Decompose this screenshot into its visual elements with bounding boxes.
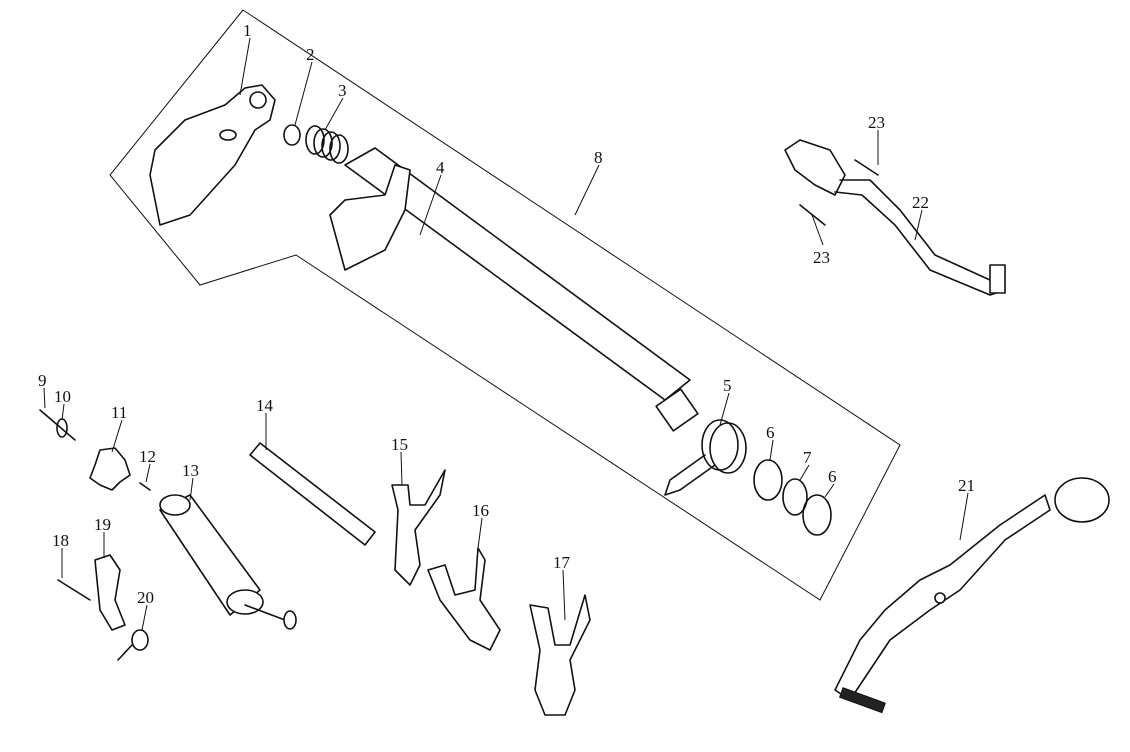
callout-13: 13 xyxy=(182,461,199,480)
callout-8: 8 xyxy=(594,148,603,167)
part-18-bolt xyxy=(57,579,91,601)
callout-6: 6 xyxy=(766,423,775,442)
part-22-gear-indicator xyxy=(784,139,1006,296)
callout-7: 7 xyxy=(803,448,812,467)
callout-12: 12 xyxy=(139,447,156,466)
part-14-fork-shaft xyxy=(249,442,376,546)
part-1-shift-plate xyxy=(149,84,276,226)
callout-2: 2 xyxy=(306,45,315,64)
callout-20: 20 xyxy=(137,588,154,607)
callout-17: 17 xyxy=(553,553,571,572)
callout-11: 11 xyxy=(111,403,127,422)
part-13-shift-drum xyxy=(159,494,297,630)
callout-23: 23 xyxy=(868,113,885,132)
part-5-return-spring xyxy=(664,419,747,496)
callout-9: 9 xyxy=(38,371,47,390)
leader-lines xyxy=(43,37,969,631)
callout-21: 21 xyxy=(958,476,975,495)
part-11-star-cam xyxy=(89,447,131,491)
callout-19: 19 xyxy=(94,515,111,534)
callout-4: 4 xyxy=(436,158,445,177)
callout-22: 22 xyxy=(912,193,929,212)
part-12-pin xyxy=(139,482,151,491)
callout-18: 18 xyxy=(52,531,69,550)
callout-15: 15 xyxy=(391,435,408,454)
callout-3: 3 xyxy=(338,81,347,100)
part-6-washer xyxy=(753,459,783,501)
callout-1: 1 xyxy=(243,21,252,40)
part-19-stopper-arm xyxy=(94,554,126,631)
part-21-gear-pedal xyxy=(834,477,1110,714)
part-15-shift-fork xyxy=(391,469,446,586)
part-20-spring xyxy=(117,629,149,661)
part-16-shift-fork xyxy=(427,547,501,651)
callout-14: 14 xyxy=(256,396,274,415)
callout-6b: 6 xyxy=(828,467,837,486)
part-2-circlip xyxy=(283,124,301,146)
part-6-washer-2 xyxy=(802,494,832,536)
callout-10: 10 xyxy=(54,387,71,406)
part-3-spring xyxy=(305,125,349,164)
callout-5: 5 xyxy=(723,376,732,395)
part-4-shift-shaft xyxy=(329,147,699,432)
part-17-shift-fork xyxy=(529,594,591,716)
callout-23b: 23 xyxy=(813,248,830,267)
assembly-bracket xyxy=(109,9,901,601)
part-23-bolt xyxy=(854,159,879,176)
callout-16: 16 xyxy=(472,501,489,520)
part-7-circlip xyxy=(782,478,808,516)
